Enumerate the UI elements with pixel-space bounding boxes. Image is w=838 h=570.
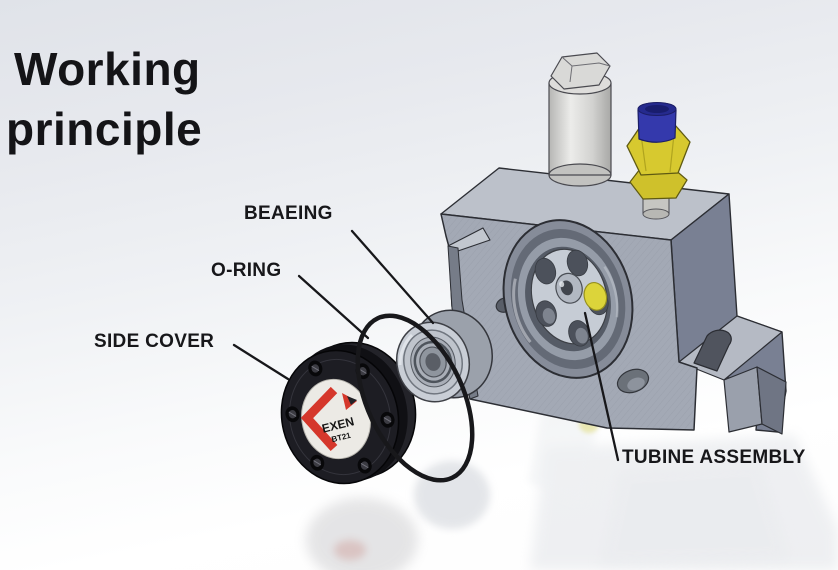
o-ring: [355, 313, 475, 483]
side-cover-logo: EXEN BT21: [300, 378, 371, 460]
leader-turbine-assembly: [583, 311, 620, 462]
label-side-cover: SIDE COVER: [94, 331, 215, 352]
inlet-cap-blue: [637, 102, 677, 143]
page-title: Working principle: [6, 39, 202, 159]
label-bearing: BEAEING: [244, 203, 333, 224]
title-line-1: Working: [14, 42, 201, 95]
label-turbine-assembly: TUBINE ASSEMBLY: [622, 447, 806, 468]
label-o-ring: O-RING: [211, 260, 282, 281]
housing: [440, 52, 787, 435]
air-inlet-fitting: [626, 102, 691, 220]
turbine-weight: [583, 281, 608, 311]
title-line-2: principle: [6, 102, 203, 155]
leader-o-ring: [297, 274, 370, 340]
muffler-silencer: [548, 52, 612, 187]
cover-screws: [285, 360, 395, 474]
bearing: [396, 309, 493, 403]
mounting-slot: [693, 329, 732, 372]
turbine-rotor: [530, 248, 609, 347]
logo-red-chevron: [300, 386, 338, 452]
leader-bearing: [350, 229, 435, 325]
leader-side-cover: [232, 343, 290, 381]
leader-lines: [232, 229, 620, 462]
